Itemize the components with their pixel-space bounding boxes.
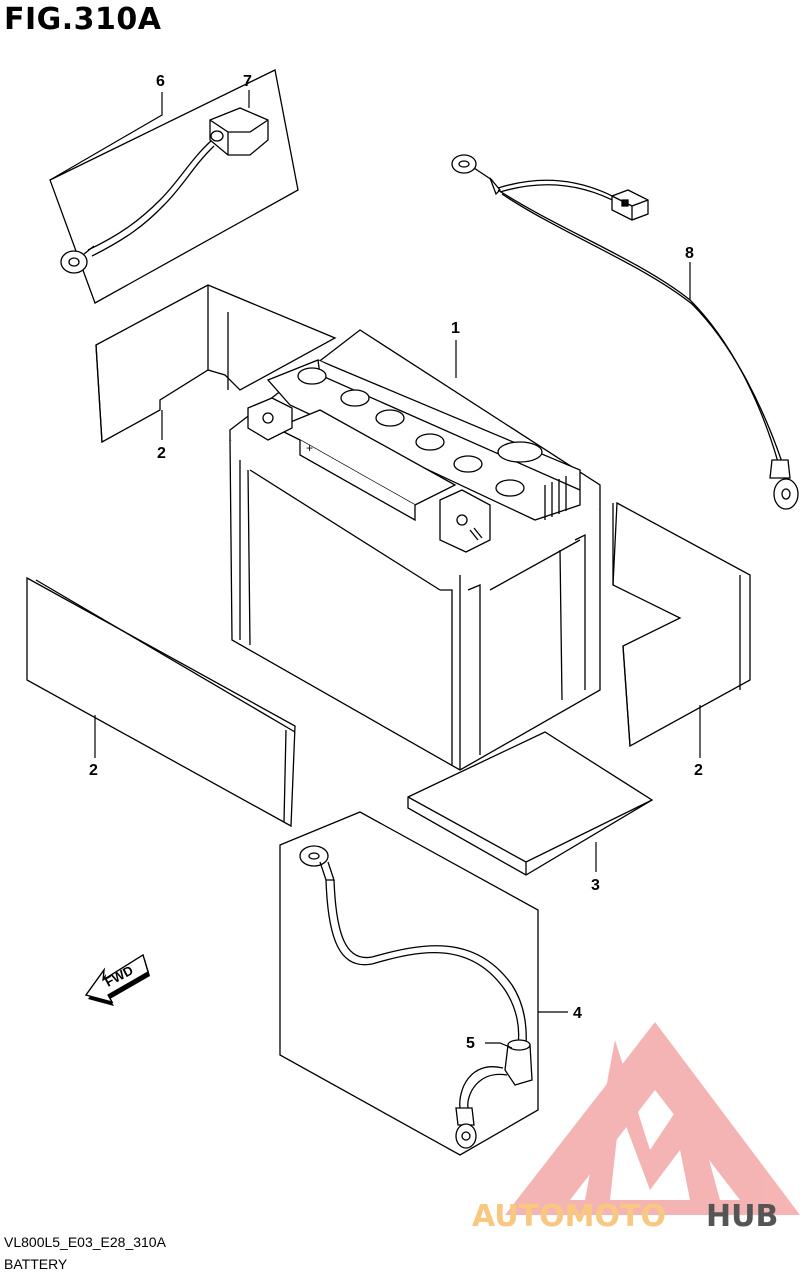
callout-2-left: 2 — [89, 762, 98, 779]
callout-3: 3 — [591, 877, 600, 894]
fwd-arrow-icon: FWD — [86, 955, 150, 1006]
pad-3 — [408, 732, 652, 875]
callout-5: 5 — [466, 1035, 475, 1052]
watermark-m-shape — [585, 1040, 720, 1200]
callout-1: 1 — [451, 320, 460, 337]
watermark-logo — [505, 1022, 800, 1215]
svg-text:+: + — [306, 441, 313, 455]
pad-2-left — [27, 578, 295, 826]
inset-panel-4 — [280, 812, 538, 1155]
callout-8: 8 — [685, 245, 694, 262]
pad-2-upper-left — [96, 285, 335, 442]
callout-2-right: 2 — [694, 762, 703, 779]
cap-7 — [210, 108, 268, 155]
callout-2-upper-left: 2 — [157, 445, 166, 462]
connector-8 — [612, 190, 648, 220]
wire-lead-4 — [300, 846, 532, 1148]
callout-numbers: 1 2 2 2 3 4 5 6 7 8 — [89, 73, 703, 1052]
callout-6: 6 — [156, 73, 165, 90]
figure-name: BATTERY — [4, 1256, 68, 1272]
inset-panel-6-7 — [50, 70, 298, 303]
figure-code: VL800L5_E03_E28_310A — [4, 1234, 166, 1250]
battery-1: + — [230, 330, 600, 770]
wire-lead-6 — [61, 140, 214, 273]
watermark-text-automoto: AUTOMOTO — [472, 1199, 666, 1234]
figure-title: FIG.310A — [4, 2, 162, 37]
callout-7: 7 — [243, 73, 252, 90]
pad-2-right — [613, 503, 750, 746]
callout-4: 4 — [573, 1005, 582, 1022]
leader-lines — [50, 90, 700, 1048]
watermark-text-hub: HUB — [706, 1199, 778, 1234]
